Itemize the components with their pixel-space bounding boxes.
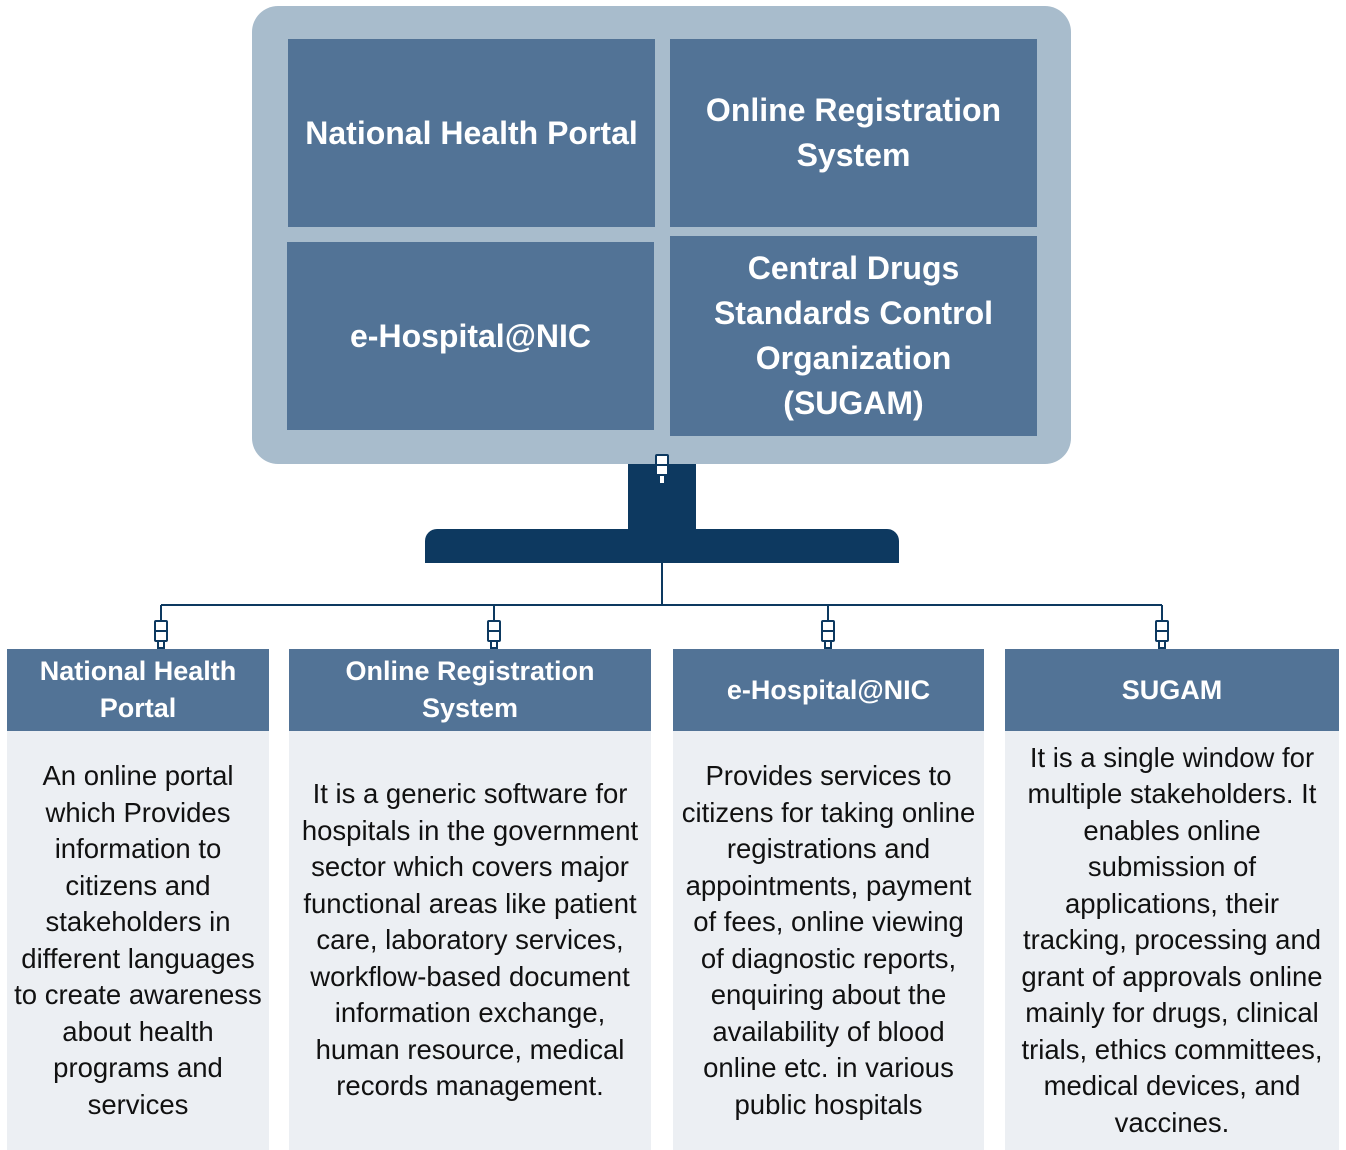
plug-icon xyxy=(487,620,501,649)
column-description-online-registration-system: It is a generic software for hospitals i… xyxy=(289,731,651,1150)
plug-icon xyxy=(1155,620,1169,649)
column-title-sugam: SUGAM xyxy=(1005,649,1339,731)
column-description-e-hospital: Provides services to citizens for taking… xyxy=(673,731,984,1150)
monitor-stand-base xyxy=(425,529,899,563)
plug-icon xyxy=(821,620,835,649)
monitor-tile-sugam: Central Drugs Standards Control Organiza… xyxy=(670,236,1037,436)
monitor-tile-e-hospital: e-Hospital@NIC xyxy=(287,242,654,430)
column-description-national-health-portal: An online portal which Provides informat… xyxy=(7,731,269,1150)
monitor-stand-neck xyxy=(628,464,696,534)
monitor-tile-national-health-portal: National Health Portal xyxy=(288,39,655,227)
column-title-e-hospital: e-Hospital@NIC xyxy=(673,649,984,731)
column-description-sugam: It is a single window for multiple stake… xyxy=(1005,731,1339,1150)
plug-icon xyxy=(154,620,168,649)
column-title-national-health-portal: National Health Portal xyxy=(7,649,269,731)
column-title-online-registration-system: Online Registration System xyxy=(289,649,651,731)
monitor-tile-online-registration-system: Online Registration System xyxy=(670,39,1037,227)
